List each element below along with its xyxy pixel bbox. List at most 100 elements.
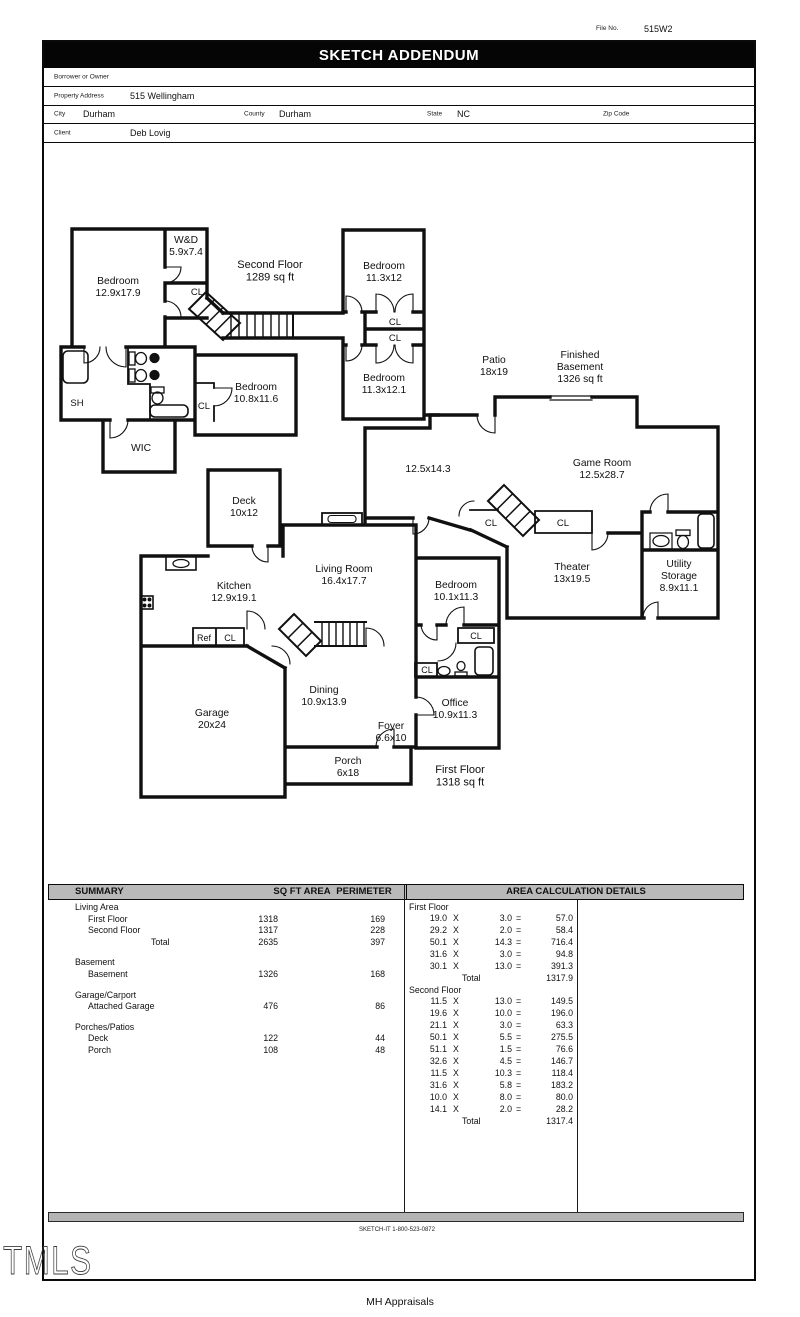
client-value: Deb Lovig: [130, 127, 171, 138]
sketch-it-credit: SKETCH-IT 1-800-523-0872: [359, 1227, 435, 1233]
file-no-label: File No.: [596, 25, 619, 32]
first-floor-stairs: [277, 612, 367, 658]
table-divider-2: [577, 900, 579, 1212]
client-label: Client: [54, 129, 71, 136]
door-arcs: [83, 266, 669, 748]
closet-ff1-label: CL: [470, 631, 482, 641]
ref-label: Ref: [197, 633, 212, 643]
state-label: State: [427, 110, 443, 118]
closet-bsmt-right-label: CL: [557, 518, 569, 529]
perimeter-header: PERIMETER: [336, 886, 392, 897]
footer-gray-bar: [48, 1212, 744, 1222]
closet2-label: CL: [389, 333, 401, 344]
second-floor-stairs: [187, 290, 294, 342]
wic-label: WIC: [131, 443, 152, 454]
bath-kitchen-fixtures: [62, 350, 715, 677]
property-address-label: Property Address: [54, 92, 104, 99]
summary-group-name: Living Area: [75, 902, 119, 912]
summary-group-name: Garage/Carport: [75, 989, 137, 1000]
state-value: NC: [457, 109, 470, 119]
area-calc-details-header: AREA CALCULATION DETAILS: [506, 886, 646, 897]
document-page: SKETCH ADDENDUM Borrower or Owner Proper…: [42, 40, 756, 1281]
city-value: Durham: [83, 109, 116, 119]
property-row: Property Address 515 Wellingham: [44, 86, 754, 106]
basement-walls: [363, 395, 720, 620]
svg-text:TMLS: TMLS: [3, 1238, 92, 1283]
area-calc-header-box: AREA CALCULATION DETAILS: [406, 885, 745, 899]
room-125x143-label: 12.5x14.3: [405, 464, 451, 475]
table-header-band: SUMMARY SQ FT AREA PERIMETER AREA CALCUL…: [48, 884, 744, 900]
shower-label: SH: [70, 398, 83, 409]
city-row: City Durham County Durham State NC Zip C…: [44, 105, 754, 124]
client-row: Client Deb Lovig: [44, 123, 754, 143]
summary-group-name: Porches/Patios: [75, 1021, 135, 1032]
file-no-value: 515W2: [644, 24, 673, 34]
county-value: Durham: [279, 109, 312, 119]
detail-section-name: First Floor: [409, 902, 449, 912]
second-floor-walls: [59, 227, 440, 474]
closet-ff2-label: CL: [421, 665, 433, 675]
closet1-label: CL: [389, 317, 401, 328]
sqft-area-header: SQ FT AREA: [273, 886, 331, 897]
borrower-row: Borrower or Owner: [44, 68, 754, 87]
first-floor-walls: [139, 468, 501, 799]
page-title: SKETCH ADDENDUM: [44, 42, 754, 68]
basement-stairs: [486, 483, 541, 538]
closet-b108-label: CL: [198, 401, 210, 412]
company-name: MH Appraisals: [366, 1296, 434, 1308]
detail-section-name: Second Floor: [409, 985, 462, 995]
closet-kitchen-label: CL: [224, 633, 236, 643]
patio-door: [549, 395, 593, 401]
property-address-value: 515 Wellingham: [130, 90, 195, 101]
tmls-watermark: TMLS: [3, 1238, 92, 1283]
table-divider-1: [404, 884, 406, 1212]
